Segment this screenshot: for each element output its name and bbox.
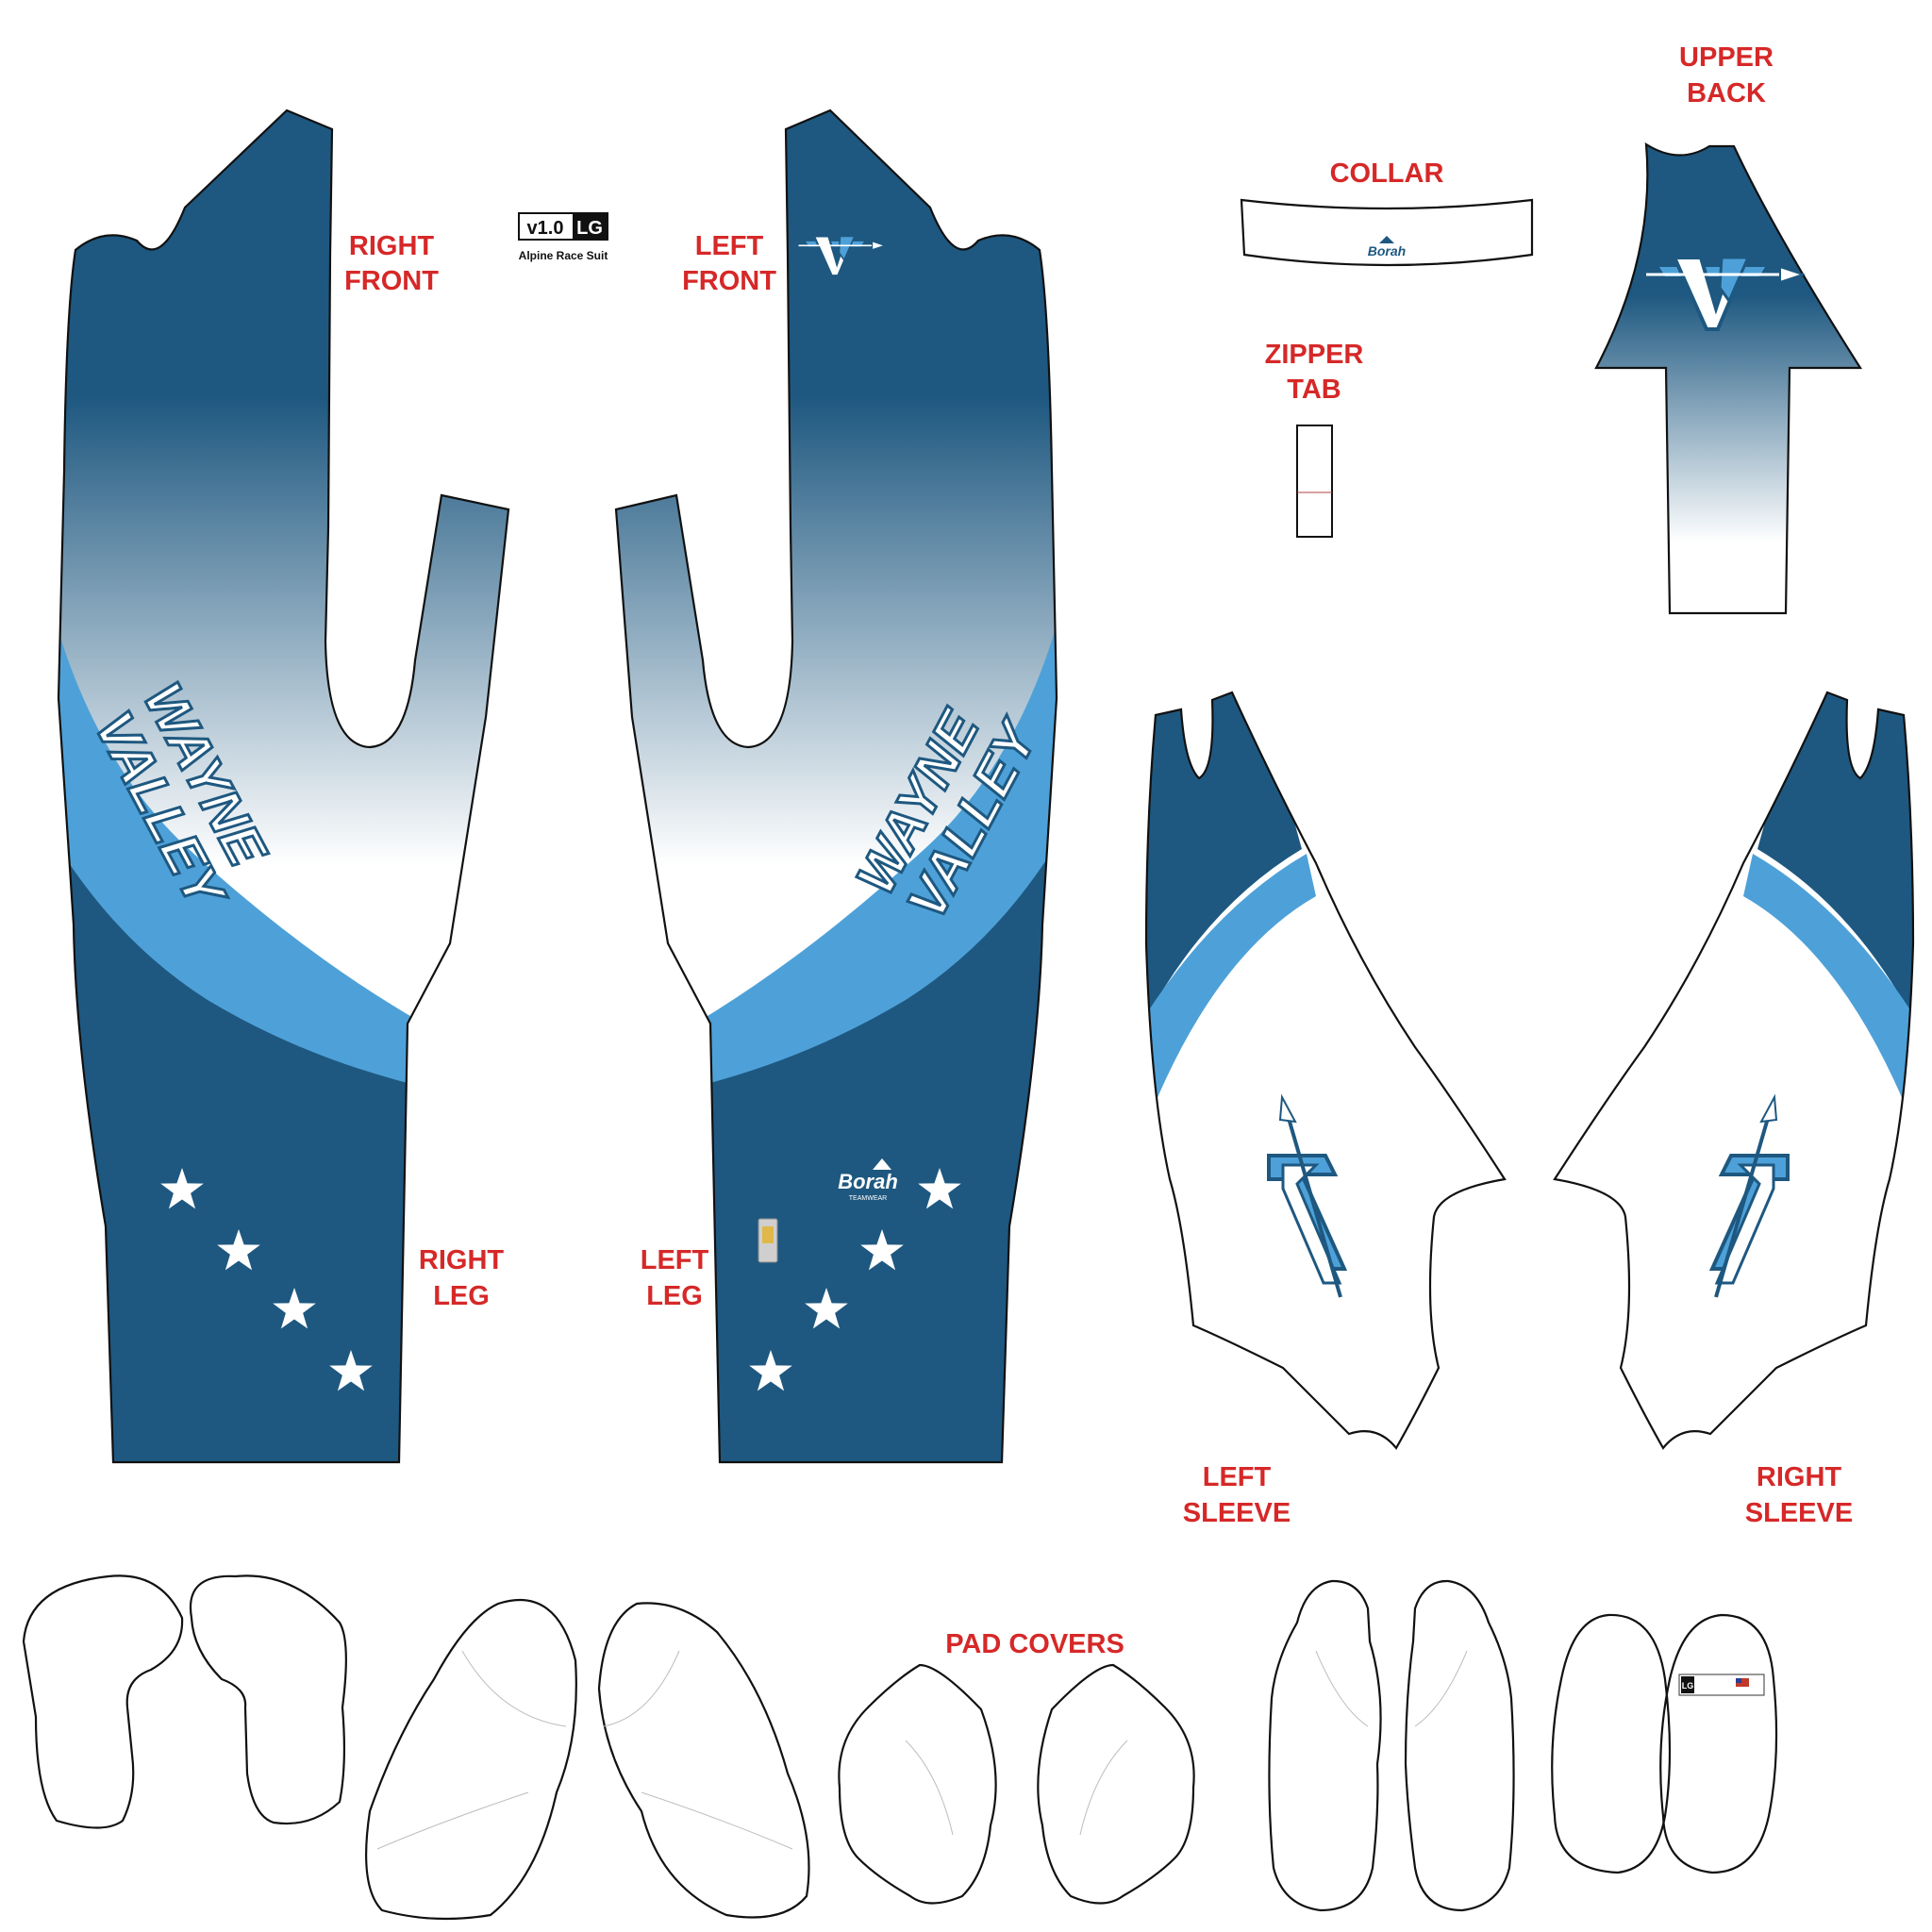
svg-text:TAB: TAB	[1287, 375, 1341, 405]
borah-logo: Borah TEAMWEAR	[838, 1158, 898, 1202]
svg-text:RIGHT: RIGHT	[419, 1245, 505, 1275]
pad-cover-seat-left	[838, 1663, 997, 1905]
pad-cover-shoulder-left	[22, 1574, 184, 1829]
svg-text:LG: LG	[576, 218, 603, 239]
svg-text:FRONT: FRONT	[344, 266, 439, 296]
pad-cover-thigh-left	[365, 1599, 577, 1921]
svg-text:PAD COVERS: PAD COVERS	[945, 1629, 1124, 1659]
svg-text:COLLAR: COLLAR	[1330, 158, 1444, 189]
svg-text:TEAMWEAR: TEAMWEAR	[849, 1195, 887, 1202]
collar-panel: Borah	[1240, 198, 1534, 267]
pad-cover-shin-right	[1404, 1579, 1515, 1912]
svg-text:ZIPPER: ZIPPER	[1265, 340, 1364, 370]
upper-back-panel	[1594, 142, 1863, 615]
svg-text:LEG: LEG	[433, 1281, 490, 1311]
svg-text:LG: LG	[1682, 1681, 1694, 1690]
pad-cover-shin-left	[1268, 1579, 1382, 1912]
label-upper-back: UPPER BACK	[1679, 42, 1774, 108]
svg-text:SLEEVE: SLEEVE	[1183, 1498, 1291, 1528]
pad-covers: LG	[22, 1574, 1778, 1921]
pad-cover-thigh-right	[597, 1602, 810, 1919]
svg-text:v1.0: v1.0	[527, 218, 564, 239]
svg-text:Borah: Borah	[838, 1170, 898, 1193]
svg-text:SLEEVE: SLEEVE	[1745, 1498, 1853, 1528]
garment-label-tag: LG	[1678, 1674, 1765, 1696]
label-left-front: LEFT FRONT	[682, 231, 776, 296]
pad-cover-shoulder-right	[189, 1574, 347, 1825]
zipper-tab-panel	[1296, 425, 1333, 538]
label-pad-covers: PAD COVERS	[945, 1629, 1124, 1659]
label-collar: COLLAR	[1330, 158, 1444, 189]
svg-text:Borah: Borah	[1368, 243, 1406, 258]
label-left-sleeve: LEFT SLEEVE	[1183, 1462, 1291, 1528]
label-zipper-tab: ZIPPER TAB	[1265, 340, 1364, 405]
pad-cover-oval-left	[1551, 1613, 1672, 1874]
label-left-leg: LEFT LEG	[641, 1245, 709, 1311]
svg-text:FRONT: FRONT	[682, 266, 776, 296]
pad-cover-oval-right	[1659, 1613, 1778, 1874]
label-right-leg: RIGHT LEG	[419, 1245, 505, 1311]
label-right-front: RIGHT FRONT	[344, 231, 439, 296]
svg-text:LEG: LEG	[646, 1281, 703, 1311]
certification-badge-icon	[758, 1218, 778, 1263]
pad-cover-seat-right	[1037, 1663, 1195, 1905]
version-badge: v1.0 LG Alpine Race Suit	[518, 212, 608, 262]
svg-text:LEFT: LEFT	[1203, 1462, 1272, 1492]
left-sleeve-panel	[1144, 691, 1507, 1450]
label-right-sleeve: RIGHT SLEEVE	[1745, 1462, 1853, 1528]
svg-text:BACK: BACK	[1687, 78, 1766, 108]
svg-text:RIGHT: RIGHT	[1757, 1462, 1842, 1492]
svg-text:LEFT: LEFT	[641, 1245, 709, 1275]
svg-text:RIGHT: RIGHT	[349, 231, 435, 261]
svg-text:Alpine Race Suit: Alpine Race Suit	[519, 249, 608, 262]
svg-text:UPPER: UPPER	[1679, 42, 1774, 73]
svg-text:LEFT: LEFT	[695, 231, 764, 261]
right-sleeve-panel	[1553, 691, 1915, 1450]
